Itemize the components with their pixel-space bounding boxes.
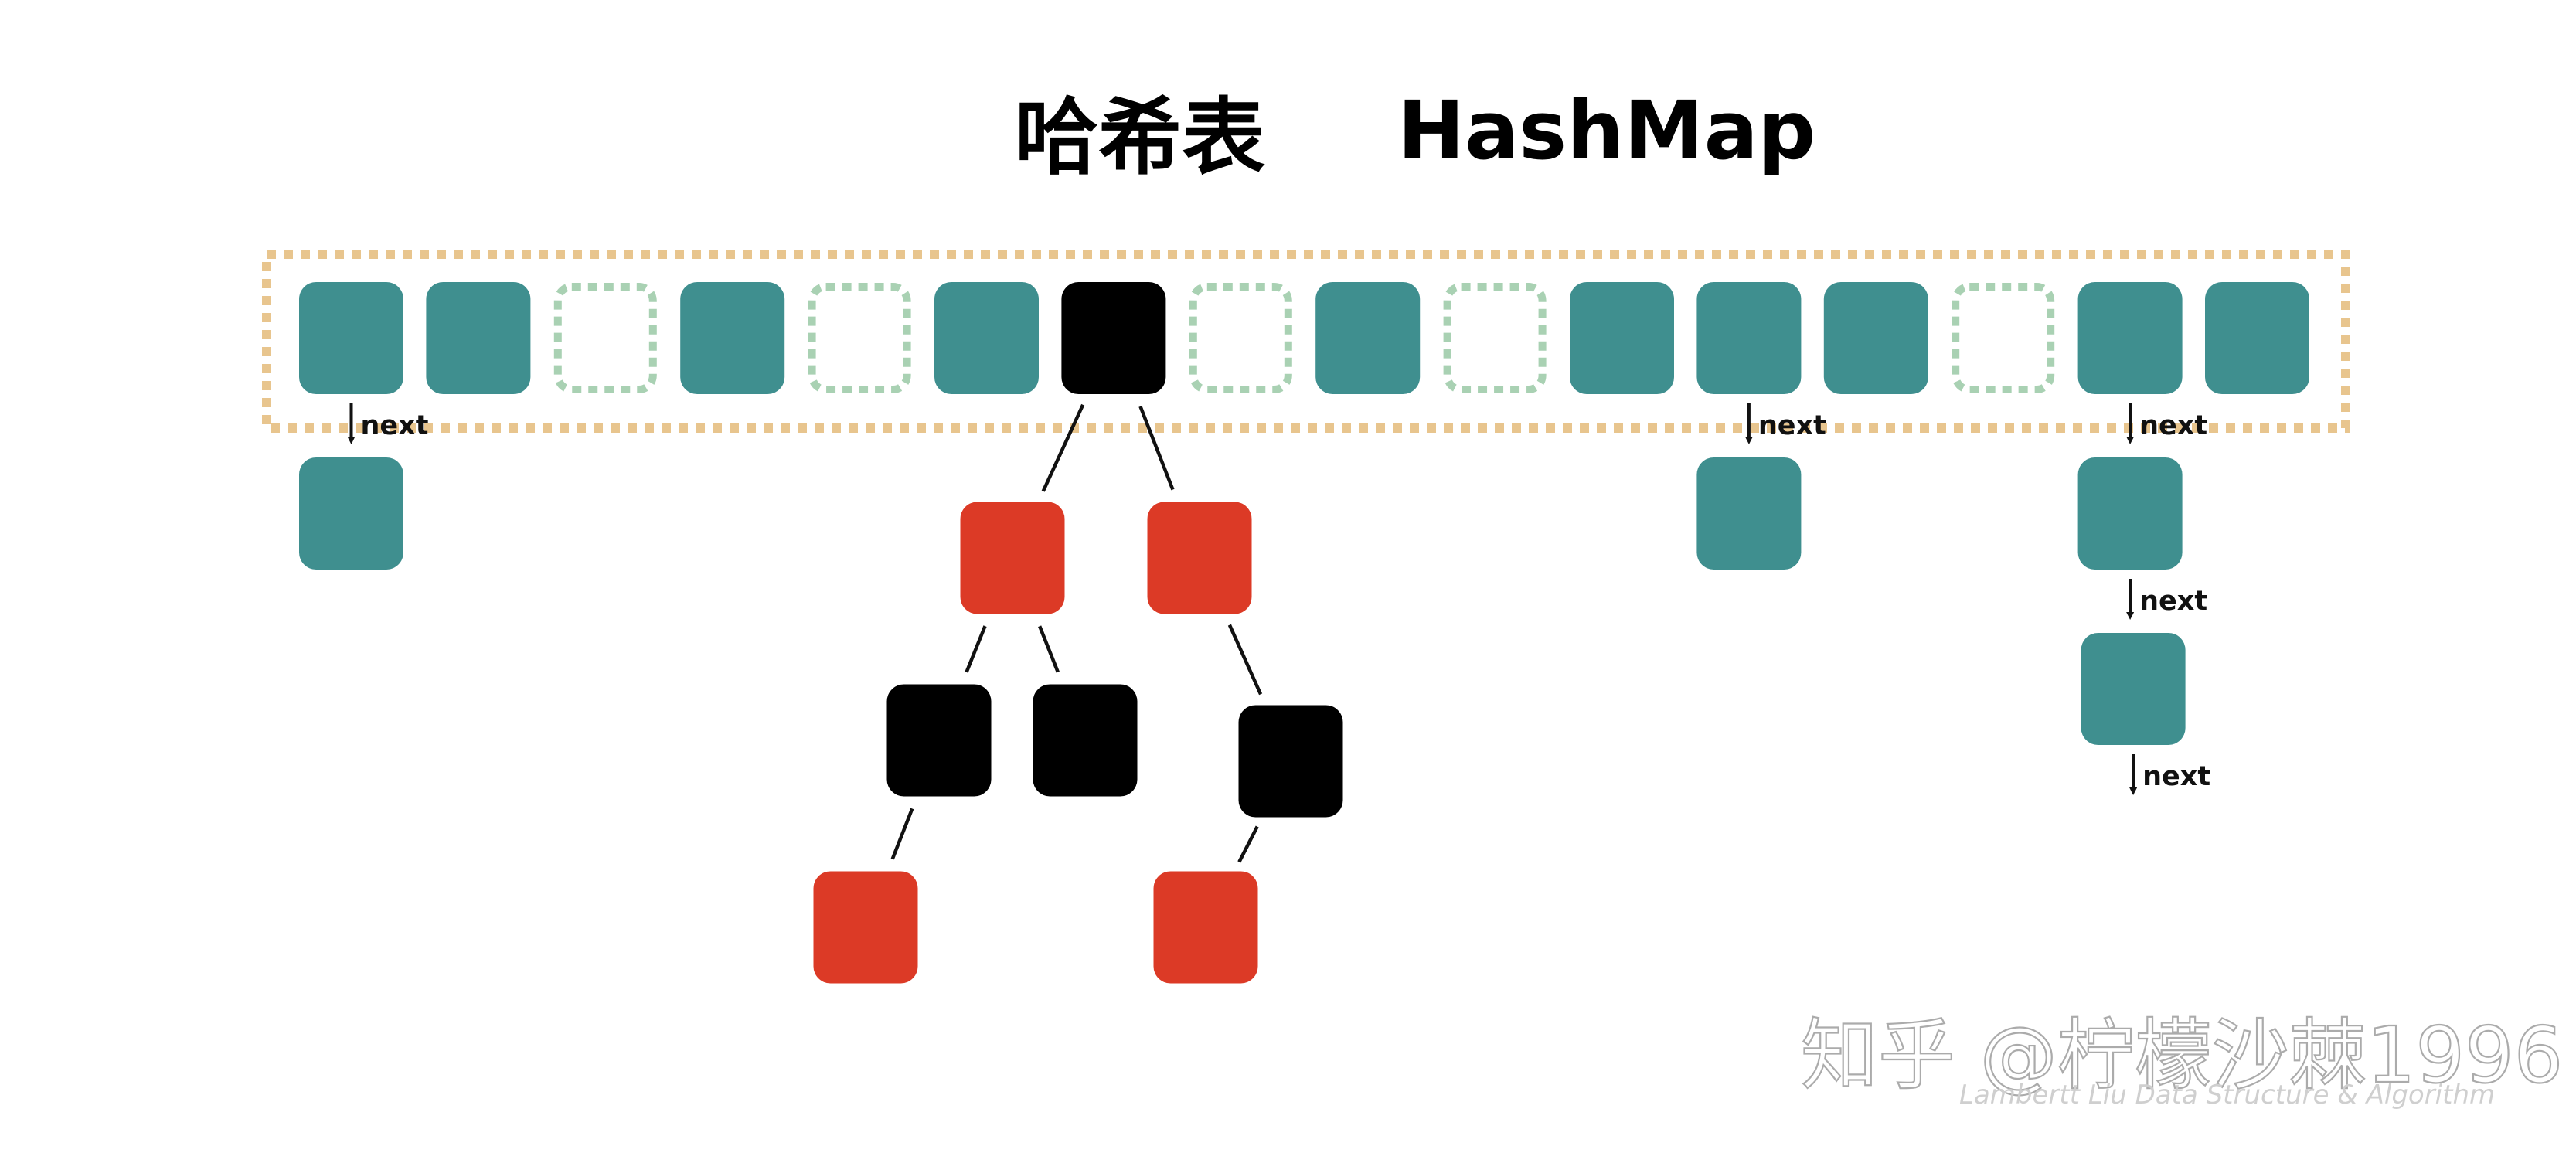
- list-node: [299, 457, 403, 570]
- next-label: next: [2139, 410, 2207, 441]
- tree-edge: [1227, 624, 1263, 696]
- tree-edge: [1237, 825, 1259, 863]
- bucket-array-border: [262, 250, 2350, 433]
- tree-node-black: [886, 684, 992, 797]
- tree-edge: [890, 808, 914, 860]
- tree-node-black: [1033, 684, 1138, 797]
- list-node: [1696, 457, 1802, 570]
- next-label: next: [1758, 410, 1826, 441]
- tree-node-red: [960, 502, 1065, 614]
- nodes-layer: [299, 282, 2309, 984]
- bucket: [1823, 282, 1928, 394]
- title-english: HashMap: [1397, 83, 1815, 178]
- next-label: next: [2142, 761, 2210, 792]
- tree-edge: [1138, 406, 1175, 491]
- next-label: next: [2139, 586, 2207, 617]
- tree-node-red: [1153, 871, 1258, 984]
- empty-bucket: [1189, 283, 1292, 393]
- next-arrows: next next next next next: [347, 403, 2210, 795]
- bucket: [680, 282, 785, 394]
- bucket: [1315, 282, 1421, 394]
- bucket: [1696, 282, 1802, 394]
- tree-node-red: [813, 871, 918, 984]
- bucket: [426, 282, 531, 394]
- tree-root-bucket: [1061, 282, 1166, 394]
- bucket: [2205, 282, 2309, 394]
- bucket: [1570, 282, 1674, 394]
- empty-bucket: [1443, 283, 1547, 393]
- empty-bucket: [553, 283, 657, 393]
- tree-node-black: [1238, 705, 1343, 818]
- tree-edge: [1038, 625, 1060, 673]
- bucket: [934, 282, 1039, 394]
- tree-edge: [965, 625, 987, 673]
- empty-bucket: [808, 283, 911, 393]
- watermark-sub: Lambertt Liu Data Structure & Algorithm: [1959, 1080, 2495, 1110]
- next-label: next: [361, 410, 429, 441]
- list-node: [2077, 457, 2183, 570]
- title-chinese: 哈希表: [1015, 89, 1265, 186]
- list-node: [2081, 633, 2186, 745]
- tree-edges: [890, 403, 1263, 863]
- tree-edge: [1041, 403, 1085, 492]
- tree-node-red: [1147, 502, 1252, 614]
- bucket: [2077, 282, 2183, 394]
- bucket: [299, 282, 403, 394]
- empty-bucket: [1952, 283, 2055, 393]
- watermark-main: 知乎 @柠檬沙棘1996: [1801, 1010, 2563, 1100]
